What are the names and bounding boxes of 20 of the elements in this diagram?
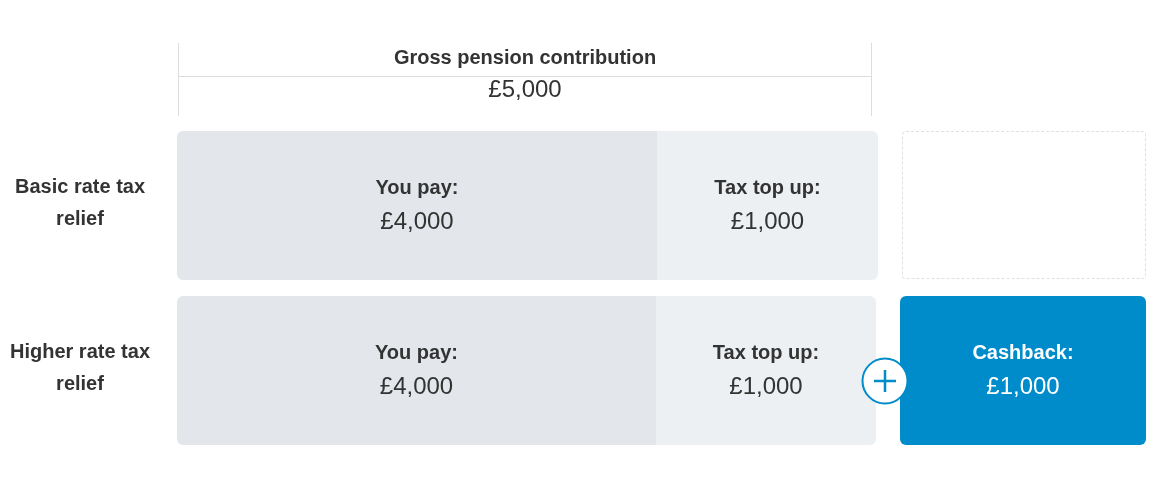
heading: Tax top up: [713,176,822,199]
heading: Cashback: [971,341,1075,364]
payment-segment [177,296,656,445]
amount: £1,000 [729,372,803,400]
payment-segment [177,131,657,280]
amount: £1,000 [730,207,805,235]
heading: You pay: [374,341,459,364]
row-label: Basic rate tax relief [13,174,147,231]
empty-box [902,131,1146,279]
amount: £5,000 [488,75,562,103]
amount: £1,000 [986,372,1060,400]
bracket [178,43,872,116]
top-up-segment [657,131,878,280]
amount: £4,000 [380,207,454,235]
heading: Tax top up: [711,341,821,364]
heading: You pay: [374,176,460,199]
row-label: Higher rate tax relief [8,339,152,396]
top-up-segment [656,296,876,445]
amount: £4,000 [379,372,454,400]
cashback-box [900,296,1146,445]
